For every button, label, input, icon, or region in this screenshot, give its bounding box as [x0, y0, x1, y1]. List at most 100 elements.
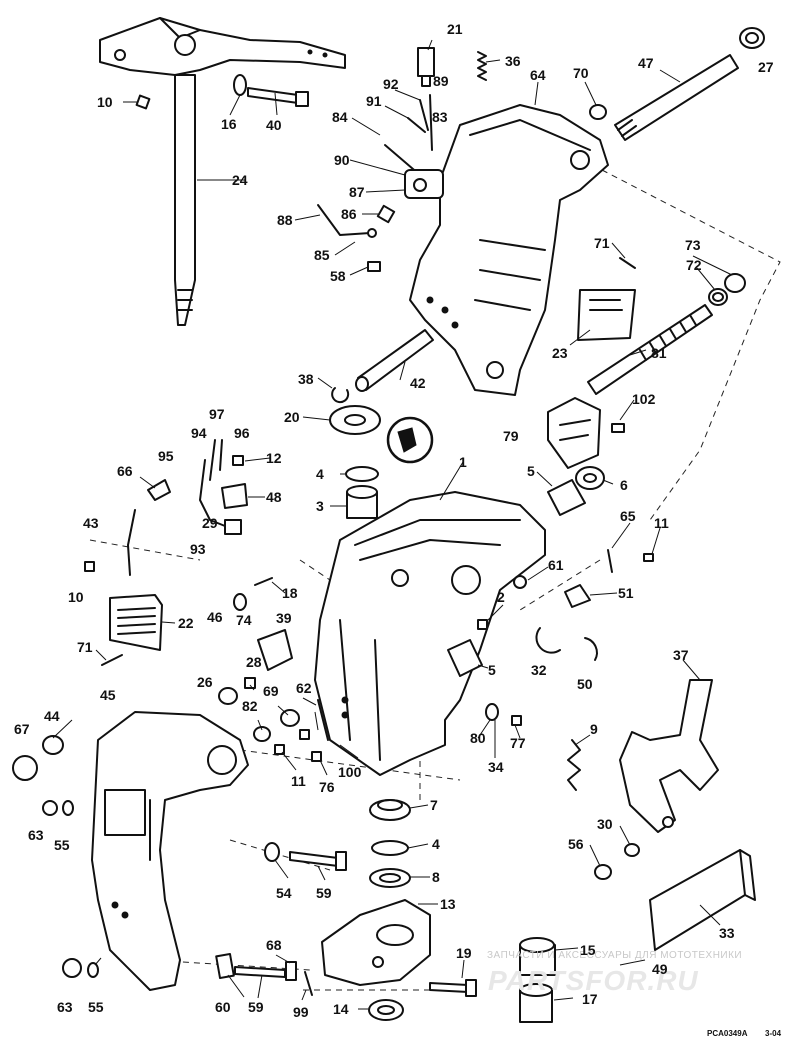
bracket-65-part	[607, 549, 654, 573]
callout-label: 26	[197, 674, 213, 690]
small-hardware-part	[218, 677, 329, 762]
nut-44-part	[12, 735, 64, 781]
callout-label: 49	[652, 961, 668, 977]
tilt-tube-47-part	[614, 54, 739, 141]
callout-label: 62	[296, 680, 312, 696]
ring-38-part	[331, 387, 350, 404]
callout-label: 87	[349, 184, 365, 200]
screw-71b-part	[101, 654, 123, 666]
leader-lines	[52, 39, 733, 1010]
bolt-59a-part	[264, 842, 347, 871]
callout-label: 46	[207, 609, 223, 625]
callout-label: 16	[221, 116, 237, 132]
screw-102-part	[611, 423, 625, 433]
callout-label: 84	[332, 109, 348, 125]
callout-label: 19	[456, 945, 472, 961]
trim-sender-hardware-part	[317, 94, 444, 272]
callout-label: 29	[202, 515, 218, 531]
callout-label: 48	[266, 489, 282, 505]
spring-9-part	[567, 739, 581, 791]
bushing-5b-part	[447, 639, 483, 677]
washer-16-part	[233, 74, 247, 96]
cover-plate-22-part	[109, 594, 163, 651]
callout-label: 60	[215, 999, 231, 1015]
callout-label: 15	[580, 942, 596, 958]
callout-label: 18	[282, 585, 298, 601]
callout-label: 99	[293, 1004, 309, 1020]
callout-label: 94	[191, 425, 207, 441]
callout-label: 59	[316, 885, 332, 901]
callout-label: 23	[552, 345, 568, 361]
screw-10b-part	[84, 561, 95, 572]
callout-label: 7	[430, 797, 438, 813]
callout-label: 10	[97, 94, 113, 110]
callout-label: 102	[632, 391, 656, 407]
nut-70-part	[589, 104, 607, 120]
clip-66-part	[147, 479, 171, 501]
rod-42-part	[355, 329, 434, 392]
bracket-79-part	[547, 397, 601, 469]
callout-label: 5	[527, 463, 535, 479]
pin-74-part	[233, 593, 247, 611]
bushing-15-part	[519, 937, 556, 1023]
callout-label: 96	[234, 425, 250, 441]
anode-23-part	[577, 289, 636, 341]
bolt-40-part	[247, 87, 309, 107]
steering-shaft-part	[99, 17, 346, 326]
callout-label: 71	[594, 235, 610, 251]
callout-label: 100	[338, 764, 362, 780]
callout-label: 30	[597, 816, 613, 832]
callout-label: 86	[341, 206, 357, 222]
callout-label: 17	[582, 991, 598, 1007]
callout-label: 8	[432, 869, 440, 885]
callout-label: 24	[232, 172, 248, 188]
screw-2-part	[477, 619, 488, 630]
callout-label: 77	[510, 735, 526, 751]
nut-27-part	[739, 27, 765, 49]
callout-label: 93	[190, 541, 206, 557]
callout-label: 39	[276, 610, 292, 626]
washer-4b-part	[371, 840, 409, 856]
clip-51-part	[564, 584, 591, 608]
nut-14-part	[368, 999, 404, 1021]
callout-label: 28	[246, 654, 262, 670]
swivel-bracket-64-part	[409, 104, 609, 396]
screw-12-part	[232, 455, 244, 466]
page-number: 3-04	[765, 1029, 782, 1038]
callout-label: 4	[432, 836, 440, 852]
callout-label: 67	[14, 721, 30, 737]
callout-label: 70	[573, 65, 589, 81]
nuts-washers-63-55-part	[42, 800, 99, 978]
nut-73-part	[708, 273, 746, 306]
callout-label: 22	[178, 615, 194, 631]
callout-label: 42	[410, 375, 426, 391]
bearing-8-part	[369, 868, 411, 888]
callout-label: 12	[266, 450, 282, 466]
callout-label: 63	[28, 827, 44, 843]
callout-label: 81	[651, 345, 667, 361]
callout-label: 9	[590, 721, 598, 737]
trim-wiring-part	[199, 439, 242, 535]
callout-label: 76	[319, 779, 335, 795]
callout-label: 95	[158, 448, 174, 464]
callout-label: 97	[209, 406, 225, 422]
callout-label: 40	[266, 117, 282, 133]
grease-point-icon	[386, 416, 434, 464]
threaded-rod-81-part	[587, 304, 713, 395]
bushing-5a-part	[547, 466, 605, 516]
callout-label: 20	[284, 409, 300, 425]
callout-label: 13	[440, 896, 456, 912]
callout-label: 43	[83, 515, 99, 531]
callout-label: 10	[68, 589, 84, 605]
callout-label: 36	[505, 53, 521, 69]
callout-label: 21	[447, 21, 463, 37]
clip-48-part	[221, 483, 248, 509]
callout-label: 32	[531, 662, 547, 678]
callout-label: 45	[100, 687, 116, 703]
callout-label: 37	[673, 647, 689, 663]
bracket-32-part	[535, 627, 598, 661]
pin-61-part	[513, 575, 527, 589]
callout-label: 83	[432, 109, 448, 125]
callout-label: 80	[470, 730, 486, 746]
